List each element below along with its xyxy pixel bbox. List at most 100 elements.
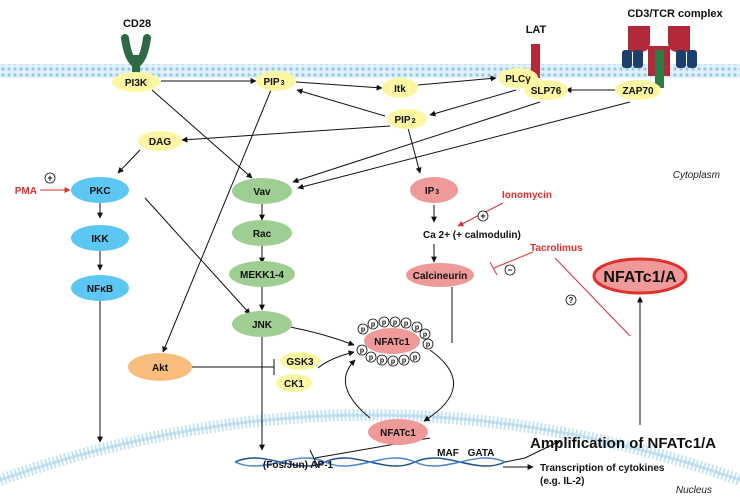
- svg-text:p: p: [382, 320, 386, 327]
- svg-text:PIP2: PIP2: [394, 115, 415, 126]
- ap1-label: (Fos/Jun) AP-1: [263, 460, 334, 471]
- pip3-subscript: 3: [281, 80, 285, 87]
- node-rac: Rac: [232, 220, 292, 246]
- slp76-label: SLP76: [531, 86, 562, 97]
- tacrolimus-minus-symbol: −: [504, 264, 516, 276]
- ionomycin-label: Ionomycin: [502, 190, 552, 201]
- svg-text:p: p: [361, 327, 365, 334]
- akt-label: Akt: [152, 363, 169, 374]
- phospho-groups: p p p p p p p p p p p p p p: [356, 316, 434, 367]
- ikk-label: IKK: [91, 234, 109, 245]
- phospho-p: p: [376, 354, 388, 366]
- nuclear-membrane: [0, 409, 740, 486]
- node-nfatc1-nuclear: NFATc1: [368, 419, 428, 445]
- calcium-label: Ca 2+ (+ calmodulin): [423, 230, 521, 241]
- node-calcineurin: Calcineurin: [406, 263, 474, 287]
- node-jnk: JNK: [232, 311, 292, 337]
- itk-label: Itk: [394, 84, 406, 95]
- phospho-p: p: [357, 323, 369, 335]
- phospho-p: p: [419, 328, 431, 340]
- svg-text:p: p: [413, 355, 417, 362]
- node-dag: DAG: [138, 131, 182, 151]
- phospho-p: p: [365, 351, 377, 363]
- phospho-p: p: [400, 317, 412, 329]
- node-nfatc1-phosphorylated: NFATc1 p p p p p p p p p p p p p p: [356, 316, 434, 367]
- transcription-label-line1: Transcription of cytokines: [540, 463, 665, 474]
- phospho-p: p: [356, 344, 368, 356]
- phospho-p: p: [411, 321, 423, 333]
- cd3-tcr-complex: [622, 26, 697, 88]
- phospho-p: p: [387, 355, 399, 367]
- zap70-label: ZAP70: [622, 86, 654, 97]
- node-zap70: ZAP70: [615, 80, 661, 100]
- lat-label: LAT: [526, 24, 547, 36]
- node-pi3k: PI3K: [112, 72, 160, 92]
- phospho-p: p: [367, 318, 379, 330]
- question-symbol: ?: [565, 294, 577, 306]
- svg-text:p: p: [426, 342, 430, 349]
- maf-label: MAF: [437, 448, 459, 459]
- plcg-label: PLCγ: [505, 74, 531, 85]
- gata-label: GATA: [468, 448, 495, 459]
- pma-label: PMA: [15, 186, 37, 197]
- cytoplasm-label: Cytoplasm: [673, 170, 720, 181]
- nfatc1a-label: NFATc1/A: [603, 269, 677, 286]
- node-itk: Itk: [382, 78, 418, 98]
- tacrolimus-label: Tacrolimus: [530, 243, 583, 254]
- node-pip2: PIP2: [387, 109, 427, 129]
- phospho-p: p: [398, 354, 410, 366]
- cd28-label: CD28: [123, 18, 151, 30]
- svg-text:p: p: [369, 355, 373, 362]
- dag-label: DAG: [149, 137, 171, 148]
- node-gsk3: GSK3: [280, 352, 320, 370]
- pkc-label: PKC: [89, 186, 110, 197]
- pma-plus-symbol: +: [44, 172, 56, 184]
- gsk3-label: GSK3: [286, 357, 314, 368]
- node-pkc: PKC: [71, 177, 129, 203]
- svg-text:p: p: [371, 322, 375, 329]
- node-ikk: IKK: [71, 225, 129, 251]
- phospho-p: p: [409, 351, 421, 363]
- node-akt: Akt: [128, 353, 192, 381]
- svg-text:p: p: [380, 358, 384, 365]
- calcineurin-label: Calcineurin: [413, 271, 467, 282]
- cd28-receptor: [121, 34, 151, 81]
- ck1-label: CK1: [284, 379, 304, 390]
- node-ck1: CK1: [276, 374, 312, 392]
- nfatc1-nuc-label: NFATc1: [380, 428, 416, 439]
- ip3-label: IP: [425, 186, 435, 197]
- pi3k-label: PI3K: [125, 78, 148, 89]
- pip2-label: PIP: [394, 115, 410, 126]
- rac-label: Rac: [253, 229, 272, 240]
- svg-text:p: p: [393, 320, 397, 327]
- node-plcg: PLCγ: [498, 68, 538, 88]
- node-ip3: IP3: [410, 177, 458, 203]
- nucleus-label: Nucleus: [676, 485, 712, 496]
- lat-receptor: [531, 44, 540, 78]
- pip3-label: PIP: [263, 77, 279, 88]
- svg-text:+: +: [47, 173, 52, 183]
- node-slp76: SLP76: [524, 80, 568, 100]
- svg-text:p: p: [415, 325, 419, 332]
- nfkb-label: NFκB: [87, 284, 113, 295]
- mekk-label: MEKK1-4: [240, 270, 284, 281]
- svg-text:−: −: [507, 265, 512, 275]
- phospho-p: p: [389, 316, 401, 328]
- transcription-label-line2: (e.g. IL-2): [540, 476, 584, 487]
- ip3-subscript: 3: [435, 189, 439, 196]
- svg-text:p: p: [404, 321, 408, 328]
- svg-text:IP3: IP3: [425, 186, 439, 197]
- phospho-p: p: [378, 316, 390, 328]
- svg-text:+: +: [480, 211, 485, 221]
- ionomycin-plus-symbol: +: [477, 210, 489, 222]
- cd3-tcr-label: CD3/TCR complex: [627, 8, 723, 20]
- plasma-membrane: [0, 64, 740, 78]
- phospho-p: p: [422, 338, 434, 350]
- svg-text:?: ?: [569, 296, 574, 305]
- node-nfatc1a: NFATc1/A: [592, 257, 688, 295]
- dna-helix: [234, 457, 506, 467]
- svg-text:p: p: [360, 348, 364, 355]
- node-pip3: PIP3: [256, 71, 296, 91]
- nfatc1-p-label: NFATc1: [374, 337, 410, 348]
- amplification-label: Amplification of NFATc1/A: [530, 435, 716, 452]
